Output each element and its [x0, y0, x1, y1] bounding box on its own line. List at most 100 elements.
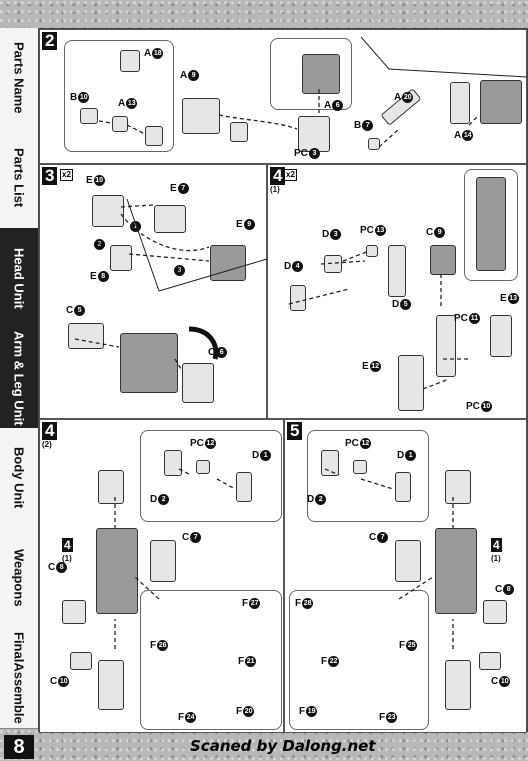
part-d2: [164, 450, 182, 476]
part-a18: [120, 50, 140, 72]
step-number: 3: [42, 167, 58, 185]
part-e9: [210, 245, 246, 281]
sidebar: Parts Name Parts List Head Unit Arm & Le…: [0, 28, 39, 729]
part-a: [80, 108, 98, 124]
part-d4: [290, 285, 306, 311]
tab-head-unit[interactable]: Head Unit: [0, 228, 39, 328]
tab-parts-name[interactable]: Parts Name: [0, 28, 39, 129]
part-torso: [120, 333, 178, 393]
part-e7: [154, 205, 186, 233]
tab-label: Arm & Leg Unit: [11, 330, 27, 426]
part-e10: [92, 195, 124, 227]
part-upper: [445, 470, 471, 504]
tab-final-assemble[interactable]: FinalAssemble: [0, 628, 39, 729]
part-d5: [388, 245, 406, 297]
part-upper: [98, 470, 124, 504]
assembly-arrows: [74, 36, 527, 649]
step-reference-sub: (1): [62, 554, 72, 563]
multiplier-badge: x2: [60, 169, 73, 181]
tab-body-unit[interactable]: Body Unit: [0, 428, 39, 529]
tab-weapons[interactable]: Weapons: [0, 528, 39, 629]
part-c6: [182, 363, 214, 403]
tab-label: Parts List: [11, 148, 27, 208]
tab-label: Head Unit: [11, 247, 27, 309]
page-number: 8: [4, 735, 34, 759]
part-e8: [110, 245, 132, 271]
part-b7: [368, 138, 380, 150]
part-foot: [445, 660, 471, 710]
tab-label: Body Unit: [11, 447, 27, 509]
part-c10: [479, 652, 501, 670]
part-leg-core: [436, 315, 456, 377]
tab-label: Parts Name: [11, 42, 27, 114]
rotate-arrow-icon: [188, 326, 219, 360]
tab-parts-list[interactable]: Parts List: [0, 128, 39, 229]
part-d1: [236, 472, 252, 502]
tab-arm-leg-unit[interactable]: Arm & Leg Unit: [0, 328, 39, 428]
sequence-marker: 2: [94, 239, 105, 250]
part-b6: [112, 116, 128, 132]
part-c7: [150, 540, 176, 582]
part-a10: [298, 116, 330, 152]
step-reference-sub: (1): [491, 554, 501, 563]
tab-label: Weapons: [11, 549, 27, 607]
substep-label: (2): [42, 440, 52, 449]
part-foot: [98, 660, 124, 710]
step-number: 5: [287, 422, 303, 440]
part-c7: [395, 540, 421, 582]
sequence-marker: 1: [130, 221, 141, 232]
step-number: 4: [42, 422, 58, 440]
part-pc12: [196, 460, 210, 474]
part-head: [480, 80, 522, 124]
substep-label: (1): [270, 185, 280, 194]
detail-inset: [140, 590, 282, 730]
part-a9: [182, 98, 220, 134]
